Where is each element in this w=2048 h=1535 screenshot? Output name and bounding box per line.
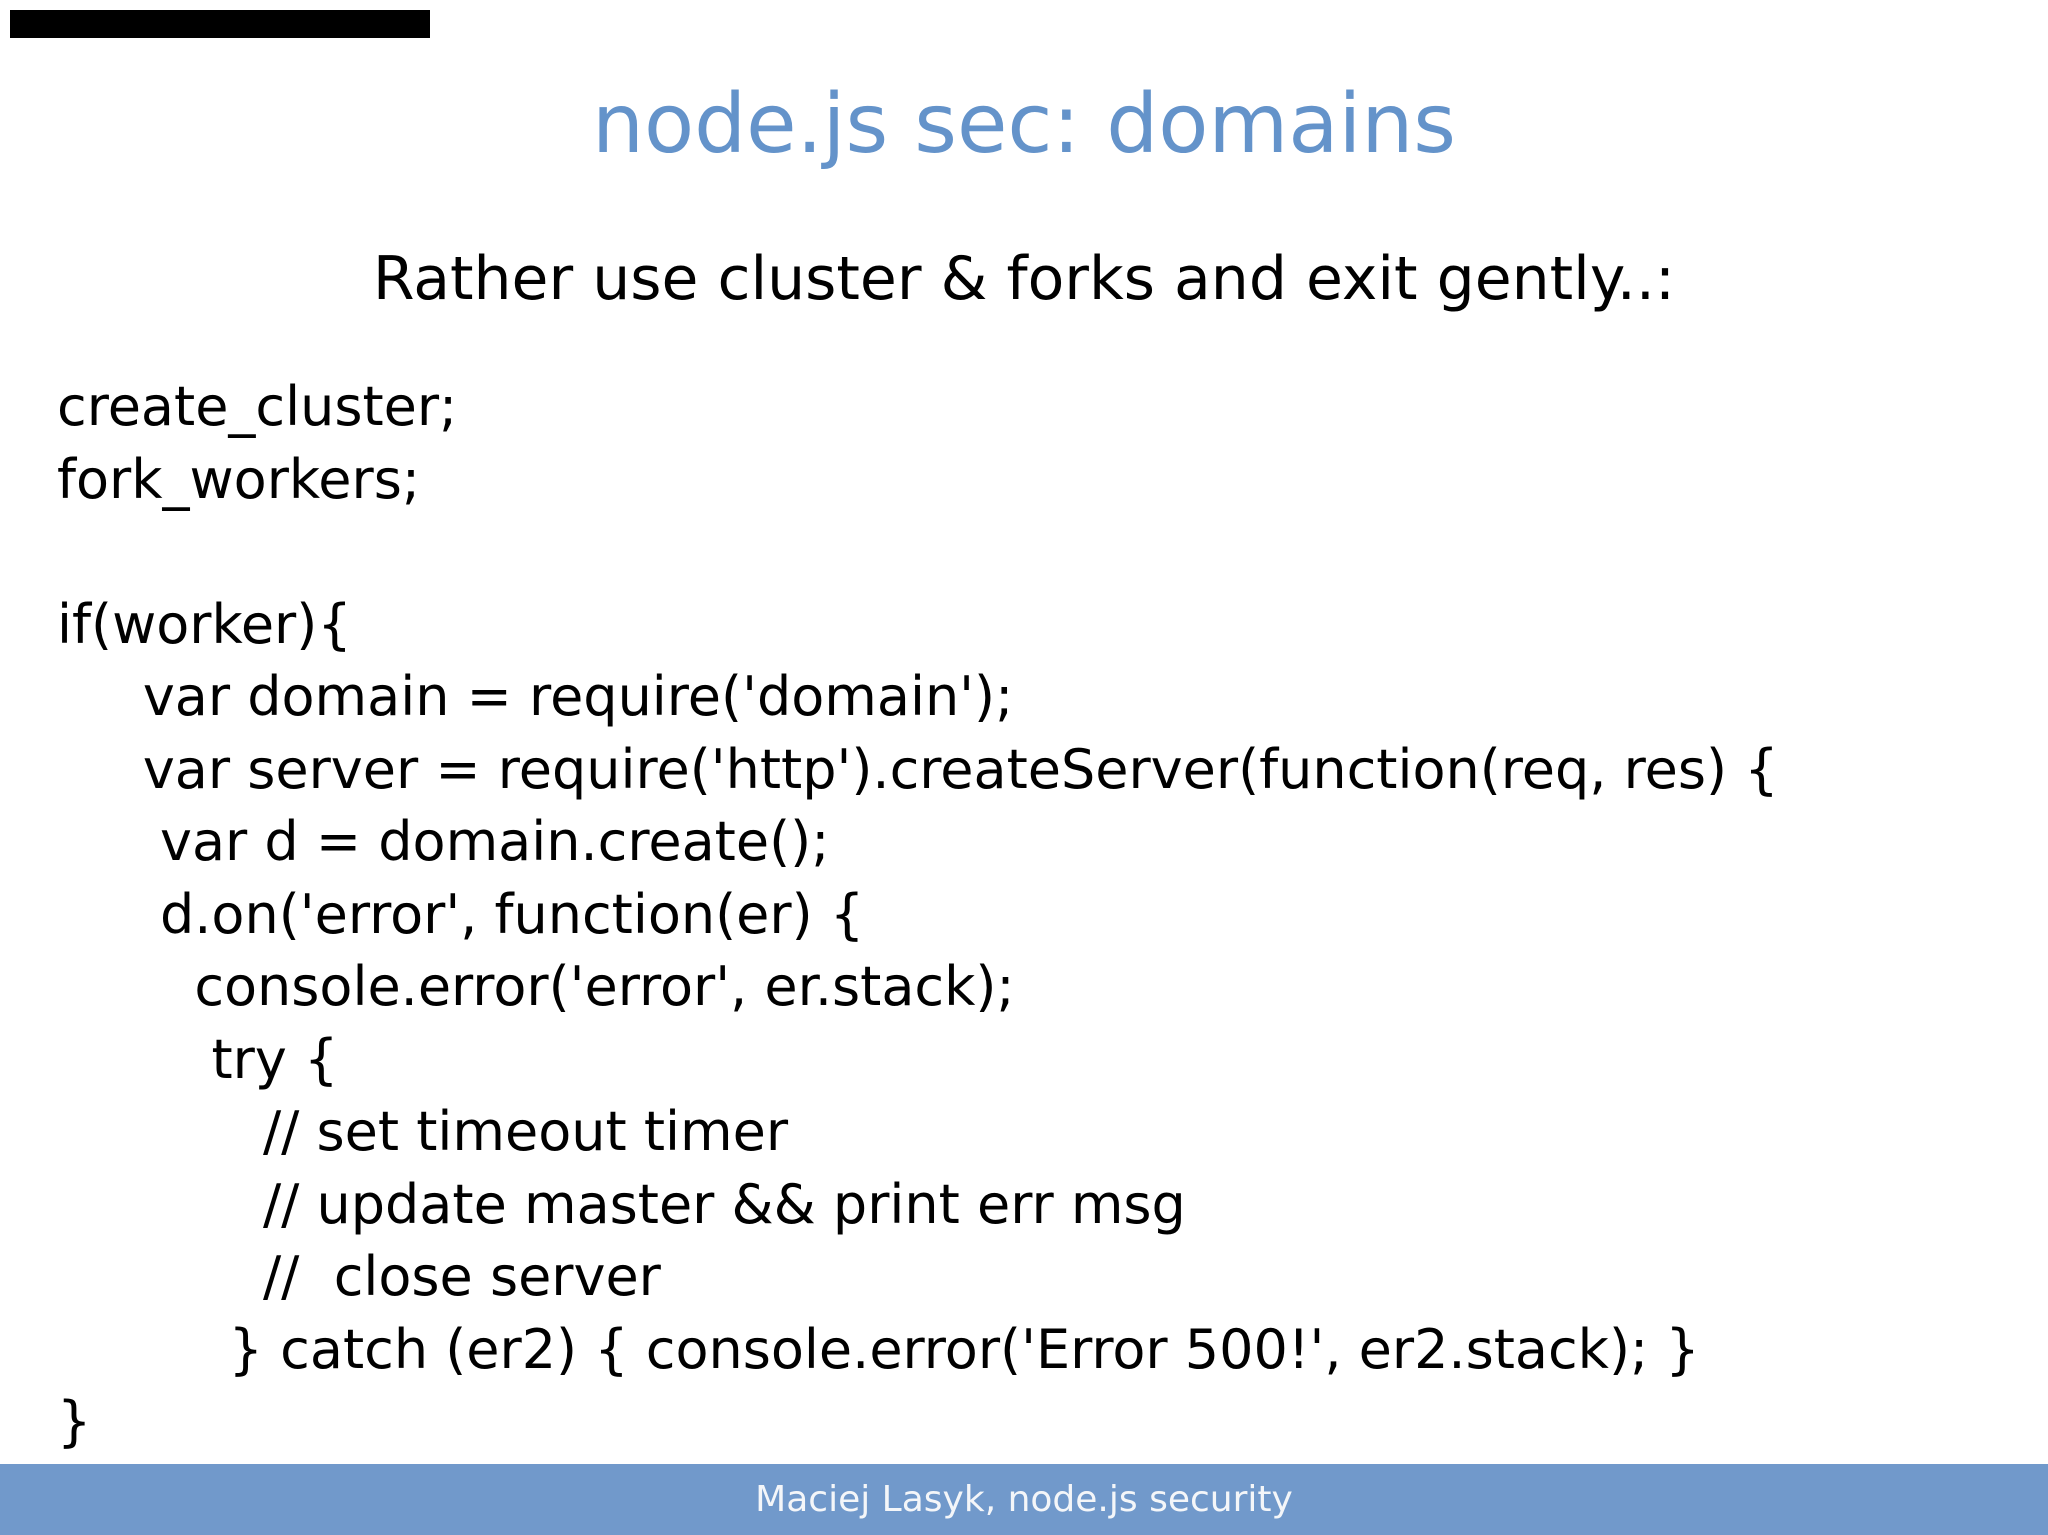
top-left-black-bar <box>10 10 430 38</box>
code-block: create_cluster; fork_workers; if(worker)… <box>57 375 1779 1453</box>
footer-text: Maciej Lasyk, node.js security <box>755 1479 1293 1520</box>
footer-bar: Maciej Lasyk, node.js security <box>0 1464 2048 1535</box>
slide-title: node.js sec: domains <box>591 77 1457 172</box>
slide-subtitle: Rather use cluster & forks and exit gent… <box>372 244 1676 314</box>
